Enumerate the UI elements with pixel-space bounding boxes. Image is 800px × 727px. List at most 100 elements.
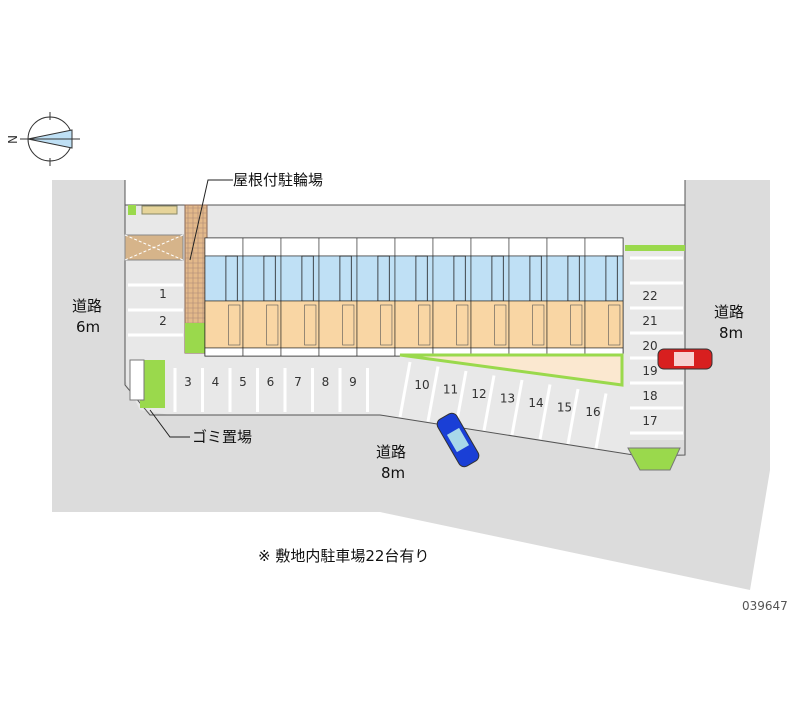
parking-space-number: 21 xyxy=(642,314,657,328)
unit-wet-area xyxy=(508,255,548,302)
unit-room xyxy=(394,300,434,349)
parking-space-number: 1 xyxy=(159,287,167,301)
parking-space-number: 4 xyxy=(212,375,220,389)
unit-entrance xyxy=(432,237,472,257)
unit-room xyxy=(432,300,472,349)
parking-space-number: 10 xyxy=(414,378,429,392)
unit-entrance xyxy=(204,237,244,257)
parking-space-number: 8 xyxy=(322,375,330,389)
unit-entrance xyxy=(508,237,548,257)
unit-room xyxy=(584,300,624,349)
building-unit xyxy=(584,237,624,357)
unit-closet xyxy=(266,304,279,346)
building-unit xyxy=(356,237,396,357)
unit-closet xyxy=(418,304,431,346)
unit-balcony xyxy=(318,347,358,357)
building-unit xyxy=(318,237,358,357)
red-car-icon xyxy=(657,348,713,370)
parking-space-number: 20 xyxy=(642,339,657,353)
parking-space-number: 12 xyxy=(471,387,486,401)
parking-line xyxy=(566,388,580,445)
unit-wet-area xyxy=(242,255,282,302)
parking-note: ※ 敷地内駐車場22台有り xyxy=(258,547,430,565)
unit-wet-area xyxy=(318,255,358,302)
parking-line xyxy=(482,375,496,431)
parking-space-number: 17 xyxy=(642,414,657,428)
unit-wet-area xyxy=(394,255,434,302)
unit-wet-area xyxy=(204,255,244,302)
building-unit xyxy=(432,237,472,357)
road-bottom-width: 8m xyxy=(381,464,406,482)
unit-closet xyxy=(570,304,583,346)
unit-wet-area xyxy=(432,255,472,302)
compass-north-label: N xyxy=(5,135,19,144)
parking-space-number: 15 xyxy=(557,401,572,415)
unit-wet-area xyxy=(546,255,586,302)
road-left-width: 6m xyxy=(76,318,101,336)
unit-closet xyxy=(532,304,545,346)
building-unit xyxy=(242,237,282,357)
parking-line xyxy=(426,366,440,422)
unit-entrance xyxy=(546,237,586,257)
property-code: 039647 xyxy=(742,599,788,613)
garbage-area-label: ゴミ置場 xyxy=(192,428,253,446)
parking-line xyxy=(538,384,552,440)
unit-room xyxy=(356,300,396,349)
unit-entrance xyxy=(470,237,510,257)
unit-entrance xyxy=(356,237,396,257)
building-unit xyxy=(546,237,586,357)
unit-room xyxy=(508,300,548,349)
parking-space-number: 7 xyxy=(294,375,302,389)
parking-space-number: 18 xyxy=(642,389,657,403)
parking-space-number: 5 xyxy=(239,375,247,389)
parking-line xyxy=(510,379,524,436)
unit-room xyxy=(546,300,586,349)
bicycle-parking-label: 屋根付駐輪場 xyxy=(233,171,324,189)
parking-space-number: 16 xyxy=(585,405,600,419)
parking-space-number: 13 xyxy=(500,392,515,406)
unit-balcony xyxy=(242,347,282,357)
unit-balcony xyxy=(280,347,320,357)
unit-closet xyxy=(304,304,317,346)
unit-room xyxy=(204,300,244,349)
parking-space-number: 3 xyxy=(184,375,192,389)
building-unit xyxy=(204,237,244,357)
unit-closet xyxy=(456,304,469,346)
unit-room xyxy=(470,300,510,349)
unit-closet xyxy=(608,304,621,346)
parking-space-number: 9 xyxy=(349,375,357,389)
unit-entrance xyxy=(280,237,320,257)
unit-entrance xyxy=(318,237,358,257)
parking-space-number: 6 xyxy=(267,375,275,389)
unit-balcony xyxy=(356,347,396,357)
blue-car-icon xyxy=(436,412,480,468)
unit-room xyxy=(242,300,282,349)
unit-closet xyxy=(494,304,507,346)
unit-balcony xyxy=(204,347,244,357)
triangle-garden xyxy=(399,353,624,387)
unit-room xyxy=(280,300,320,349)
unit-wet-area xyxy=(584,255,624,302)
building-unit xyxy=(280,237,320,357)
road-right-width: 8m xyxy=(719,324,744,342)
road-left-label: 道路 xyxy=(72,297,103,315)
parking-line xyxy=(398,361,412,418)
unit-closet xyxy=(228,304,241,346)
parking-space-number: 2 xyxy=(159,314,167,328)
building-unit xyxy=(508,237,548,357)
parking-space-number: 19 xyxy=(642,364,657,378)
parking-line xyxy=(594,393,608,449)
unit-wet-area xyxy=(280,255,320,302)
unit-room xyxy=(318,300,358,349)
parking-space-number: 22 xyxy=(642,289,657,303)
unit-wet-area xyxy=(356,255,396,302)
parking-space-number: 11 xyxy=(443,383,458,397)
unit-wet-area xyxy=(470,255,510,302)
unit-closet xyxy=(342,304,355,346)
compass-icon xyxy=(20,112,80,166)
unit-entrance xyxy=(394,237,434,257)
unit-entrance xyxy=(242,237,282,257)
unit-entrance xyxy=(584,237,624,257)
